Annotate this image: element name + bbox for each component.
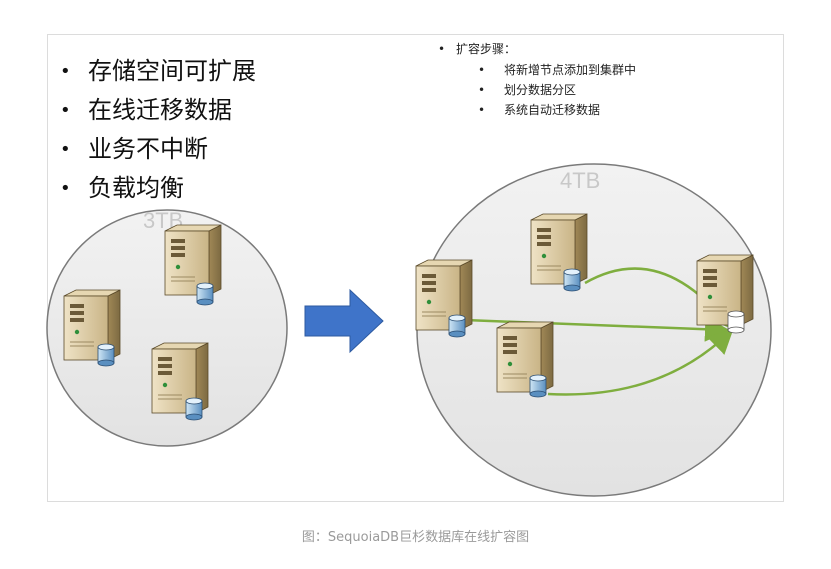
database-icon <box>98 344 114 366</box>
database-icon <box>197 283 213 305</box>
figure-caption: 图：SequoiaDB巨杉数据库在线扩容图 <box>0 526 831 545</box>
server-icon <box>697 255 753 325</box>
feature-item: 业务不中断 <box>60 130 256 169</box>
feature-item: 负载均衡 <box>60 169 256 208</box>
database-icon <box>728 311 744 333</box>
database-icon <box>530 375 546 397</box>
steps-list: 将新增节点添加到集群中 划分数据分区 系统自动迁移数据 <box>438 60 636 120</box>
database-icon <box>186 398 202 420</box>
database-icon <box>449 315 465 337</box>
steps-title: 扩容步骤： <box>438 40 636 58</box>
database-icon <box>564 269 580 291</box>
step-item: 划分数据分区 <box>478 80 636 100</box>
feature-item: 存储空间可扩展 <box>60 52 256 91</box>
feature-list: 存储空间可扩展 在线迁移数据 业务不中断 负载均衡 <box>60 52 256 208</box>
step-item: 系统自动迁移数据 <box>478 100 636 120</box>
expansion-steps: 扩容步骤： 将新增节点添加到集群中 划分数据分区 系统自动迁移数据 <box>438 40 636 120</box>
feature-item: 在线迁移数据 <box>60 91 256 130</box>
cluster-after-label: 4TB <box>560 168 600 193</box>
right-arrow-icon <box>305 290 383 352</box>
step-item: 将新增节点添加到集群中 <box>478 60 636 80</box>
